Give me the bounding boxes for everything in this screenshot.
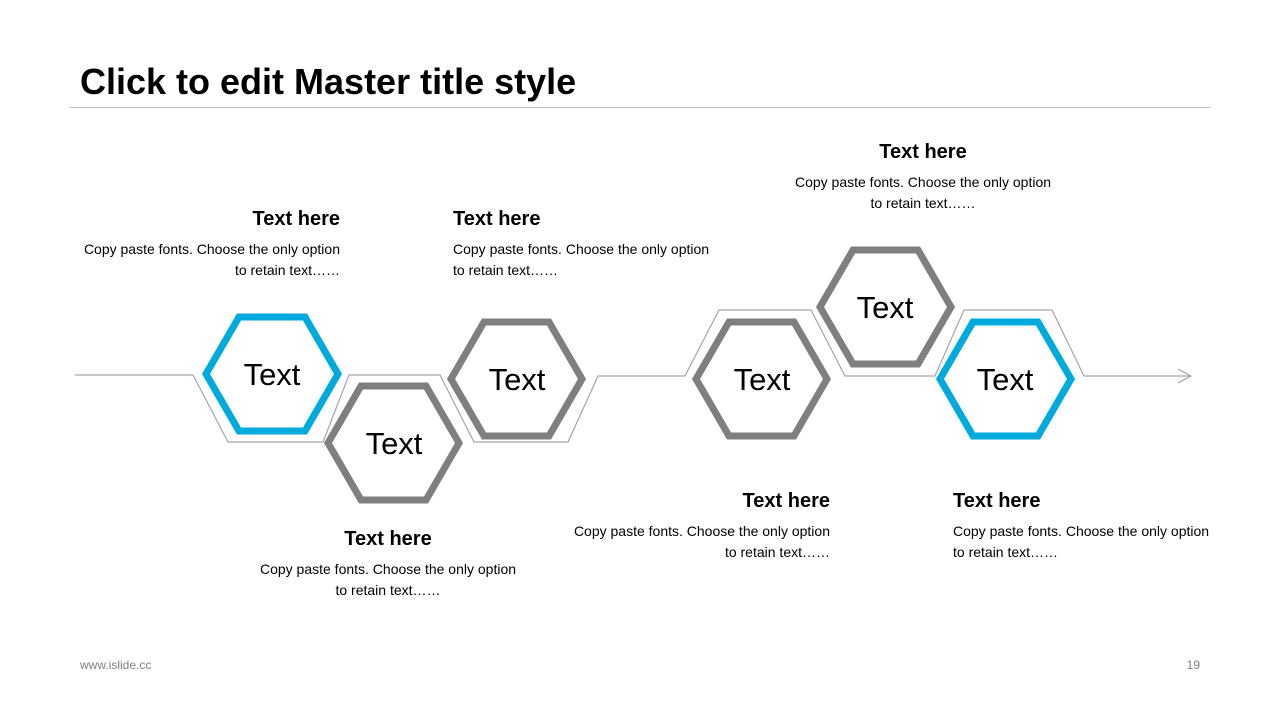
callout-body: Copy paste fonts. Choose the only option… [453, 241, 710, 278]
title-divider [70, 107, 1210, 108]
page-number: 19 [1186, 658, 1200, 672]
callout-step-3: Text here Copy paste fonts. Choose the o… [453, 207, 713, 281]
callout-heading: Text here [879, 141, 967, 163]
callout-body: Copy paste fonts. Choose the only option… [573, 523, 830, 560]
callout-body: Copy paste fonts. Choose the only option… [953, 523, 1210, 560]
callout-step-5: Text here Copy paste fonts. Choose the o… [793, 140, 1053, 214]
hexagon-label: Text [977, 362, 1034, 397]
callout-body: Copy paste fonts. Choose the only option… [259, 561, 517, 598]
callout-step-4: Text here Copy paste fonts. Choose the o… [570, 489, 830, 563]
callout-step-6: Text here Copy paste fonts. Choose the o… [953, 489, 1213, 563]
slide-title: Click to edit Master title style [80, 61, 577, 102]
callout-heading: Text here [742, 490, 830, 512]
callout-step-1: Text here Copy paste fonts. Choose the o… [80, 207, 340, 281]
hexagon-label: Text [489, 362, 546, 397]
hexagon-step-4[interactable] [691, 318, 832, 440]
arrow-head-icon [1177, 368, 1193, 384]
callout-heading: Text here [953, 490, 1041, 512]
hexagon-step-5[interactable] [815, 246, 956, 368]
callout-body: Copy paste fonts. Choose the only option… [794, 174, 1052, 211]
hexagon-label: Text [857, 290, 914, 325]
hexagon-label: Text [734, 362, 791, 397]
hexagon-step-3[interactable] [446, 318, 587, 440]
callout-body: Copy paste fonts. Choose the only option… [83, 241, 340, 278]
hexagon-label: Text [366, 426, 423, 461]
footer-url: www.islide.cc [80, 658, 152, 672]
hexagon-label: Text [244, 357, 301, 392]
hexagon-step-1[interactable] [201, 313, 343, 435]
hexagon-step-2[interactable] [323, 382, 464, 504]
callout-step-2: Text here Copy paste fonts. Choose the o… [258, 527, 518, 601]
connector-line [75, 309, 1190, 443]
callout-heading: Text here [252, 208, 340, 230]
callout-heading: Text here [344, 528, 432, 550]
hexagon-step-6[interactable] [935, 318, 1076, 440]
callout-heading: Text here [453, 208, 541, 230]
